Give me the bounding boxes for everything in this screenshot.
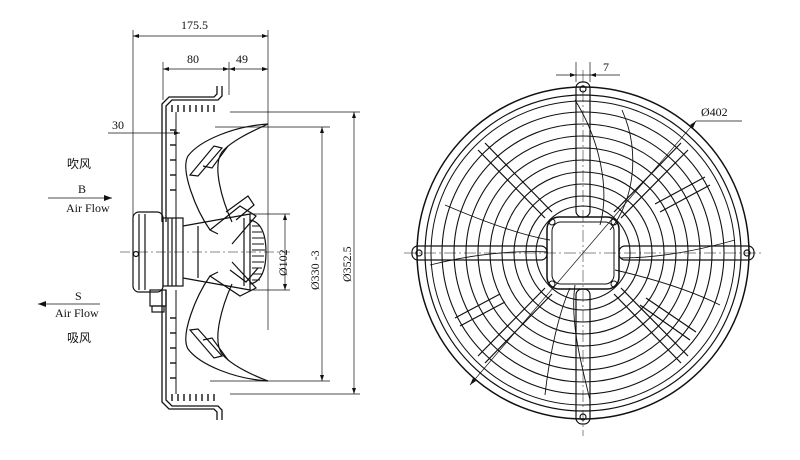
guard-wire-dashes	[170, 105, 215, 401]
dim-7-label: 7	[603, 60, 609, 74]
airflow-s-label: Air Flow	[55, 306, 99, 320]
blade-outlines	[429, 99, 736, 401]
dia-402-leader	[469, 120, 697, 386]
airflow-b-cn: 吹风	[67, 157, 91, 171]
dim-352-label: Ø352.5	[340, 246, 354, 282]
airflow-s-cn: 吸风	[67, 331, 91, 345]
dim-80-label: 80	[187, 52, 199, 66]
airflow-b-label: Air Flow	[66, 201, 110, 215]
dim-402-label: Ø402	[701, 105, 728, 119]
diagonal-struts	[454, 142, 711, 364]
housing-profile	[161, 86, 223, 420]
front-view	[404, 62, 762, 436]
dim-30-label: 30	[112, 118, 124, 132]
dim-330-label: Ø330 -3	[308, 250, 322, 290]
dim-175-label: 175.5	[181, 18, 208, 32]
dim-102-label: Ø102	[276, 249, 290, 276]
airflow-b-code: B	[78, 182, 86, 196]
airflow-s-code: S	[75, 289, 82, 303]
dim-49-label: 49	[236, 52, 248, 66]
side-view	[38, 30, 360, 420]
